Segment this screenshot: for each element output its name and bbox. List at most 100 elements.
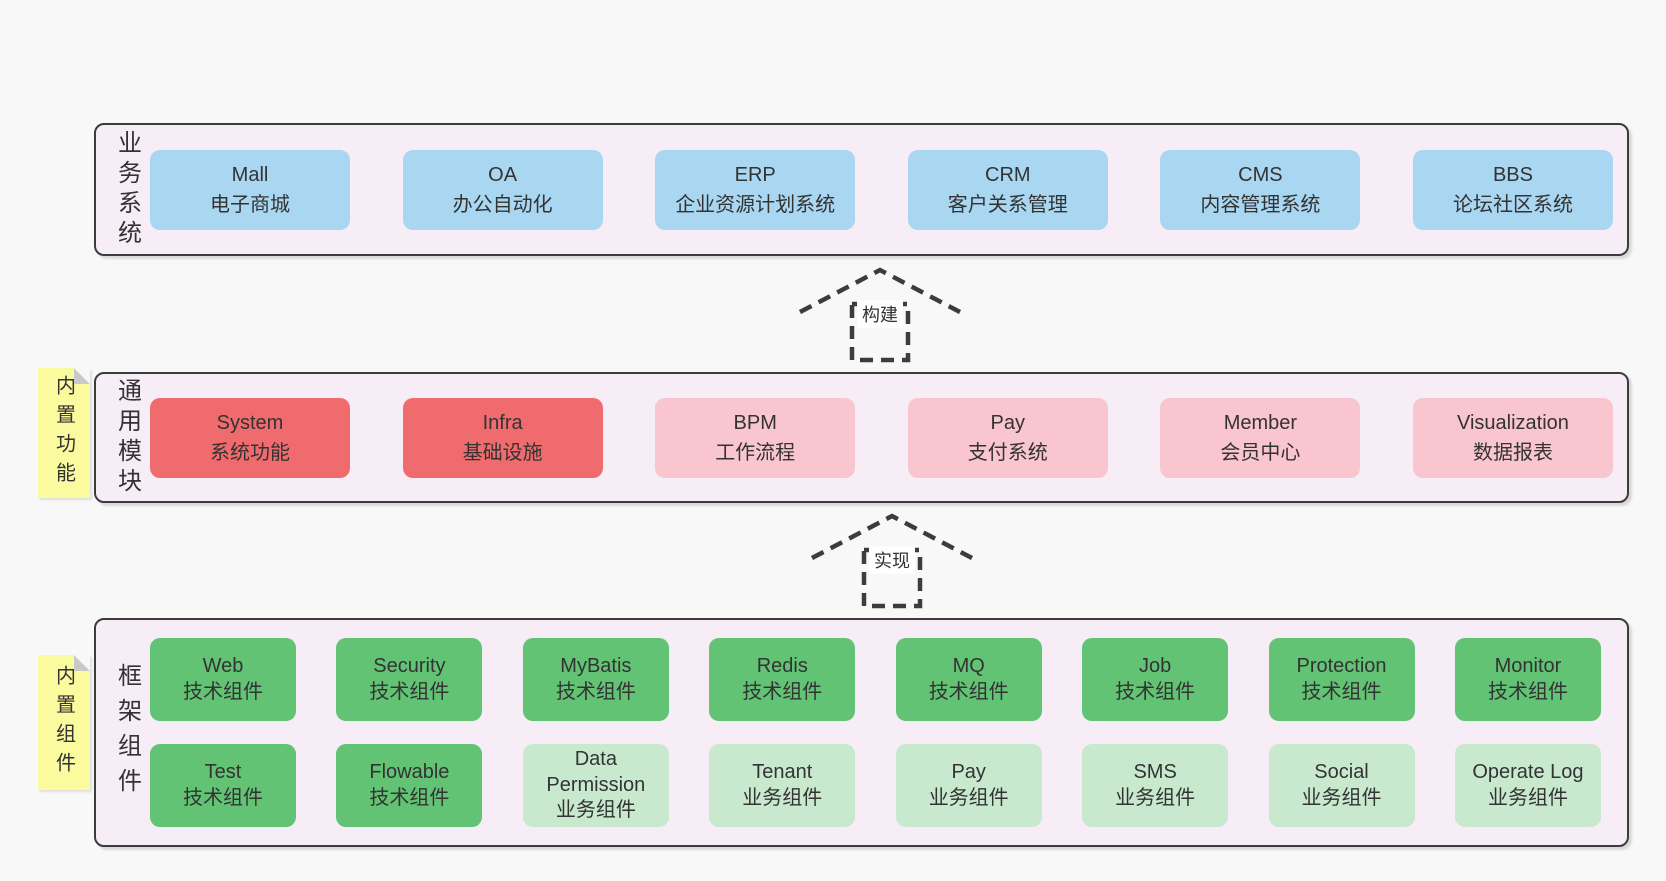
box-subtitle: 内容管理系统 (1200, 193, 1321, 216)
component-box-security: Security 技术组件 (336, 638, 483, 721)
box-subtitle: 业务组件 (1115, 786, 1196, 809)
box-title: Redis (756, 654, 808, 677)
box-title: Job (1138, 654, 1172, 677)
component-box-visualization: Visualization 数据报表 (1412, 397, 1613, 478)
box-title: System (216, 411, 284, 434)
box-subtitle: 技术组件 (183, 786, 263, 809)
section-label-business-systems: 业务系统 (113, 129, 141, 250)
box-title: Web (202, 654, 244, 677)
box-title: Protection (1296, 654, 1387, 677)
component-box-member: Member 会员中心 (1160, 397, 1361, 478)
component-box-social: Social 业务组件 (1268, 744, 1415, 827)
box-subtitle: 支付系统 (967, 441, 1048, 464)
section-label-framework-components: 框架组件 (113, 662, 141, 803)
sticky-note-builtin-features: 内置功能 (38, 368, 90, 498)
box-title: Tenant (752, 760, 813, 783)
box-title: Security (373, 654, 446, 677)
box-title: OA (488, 163, 518, 186)
box-title: Monitor (1494, 654, 1562, 677)
box-title: BPM (733, 411, 777, 434)
box-title: Pay (951, 760, 986, 783)
box-title: Member (1223, 411, 1298, 434)
box-title: Mall (231, 163, 269, 186)
component-box-crm: CRM 客户关系管理 (907, 149, 1108, 230)
box-title: Flowable (369, 760, 450, 783)
business-systems-box-row: Mall 电子商城 OA 办公自动化 ERP 企业资源计划系统 CRM 客户关系管理 CMS 内容… (150, 149, 1627, 230)
component-box-protection: Protection 技术组件 (1268, 638, 1415, 721)
up-arrow-build: 构建 (795, 264, 965, 364)
component-box-oa: OA 办公自动化 (402, 149, 603, 230)
box-title: Pay (990, 411, 1026, 434)
box-subtitle: 业务组件 (1301, 786, 1382, 809)
box-subtitle: 技术组件 (369, 680, 450, 703)
sticky-note-builtin-components: 内置组件 (38, 655, 90, 790)
component-box-pay: Pay 业务组件 (895, 744, 1042, 827)
box-subtitle: 业务组件 (928, 786, 1009, 809)
box-subtitle: 系统功能 (210, 441, 290, 464)
section-common-modules: 通用模块 System 系统功能 Infra 基础设施 BPM 工作流程 Pay 支付系统 Me… (94, 372, 1629, 503)
box-subtitle: 技术组件 (183, 680, 263, 703)
common-modules-box-row: System 系统功能 Infra 基础设施 BPM 工作流程 Pay 支付系统 Member 会… (150, 397, 1627, 478)
box-subtitle: 基础设施 (462, 441, 543, 464)
box-subtitle: 技术组件 (928, 680, 1009, 703)
box-title: MQ (952, 654, 985, 677)
box-title: SMS (1133, 760, 1177, 783)
component-box-pay: Pay 支付系统 (907, 397, 1108, 478)
box-subtitle: 技术组件 (555, 680, 636, 703)
box-subtitle: 数据报表 (1472, 441, 1553, 464)
box-subtitle: 业务组件 (555, 799, 636, 822)
box-subtitle: 技术组件 (1301, 680, 1382, 703)
component-box-monitor: Monitor 技术组件 (1454, 638, 1601, 721)
box-subtitle: 会员中心 (1220, 441, 1301, 464)
component-box-web: Web 技术组件 (150, 638, 296, 721)
box-subtitle: 技术组件 (1115, 680, 1196, 703)
box-title: Visualization (1457, 411, 1569, 434)
component-box-erp: ERP 企业资源计划系统 (655, 149, 856, 230)
sticky-note-label: 内置功能 (52, 375, 75, 491)
box-title: CMS (1238, 163, 1283, 186)
component-box-infra: Infra 基础设施 (402, 397, 603, 478)
component-box-system: System 系统功能 (150, 397, 350, 478)
box-subtitle: 企业资源计划系统 (675, 193, 836, 216)
box-title: Test (204, 760, 242, 783)
up-arrow-implement: 实现 (807, 510, 977, 610)
box-subtitle: 工作流程 (715, 441, 796, 464)
box-title: Operate Log (1472, 760, 1584, 783)
component-box-flowable: Flowable 技术组件 (336, 744, 483, 827)
component-box-bpm: BPM 工作流程 (655, 397, 856, 478)
box-subtitle: 技术组件 (369, 786, 450, 809)
box-subtitle: 办公自动化 (452, 193, 553, 216)
component-box-data-permission: Data Permission 业务组件 (522, 744, 669, 827)
box-subtitle: 电子商城 (210, 193, 290, 216)
component-box-operate-log: Operate Log 业务组件 (1454, 744, 1601, 827)
component-box-job: Job 技术组件 (1082, 638, 1229, 721)
box-title: CRM (985, 163, 1031, 186)
section-business-systems: 业务系统 Mall 电子商城 OA 办公自动化 ERP 企业资源计划系统 CRM 客户关系管理… (94, 123, 1629, 256)
component-box-redis: Redis 技术组件 (709, 638, 856, 721)
component-box-mq: MQ 技术组件 (895, 638, 1042, 721)
arrow-label-build: 构建 (857, 300, 903, 328)
box-subtitle: 论坛社区系统 (1452, 193, 1573, 216)
sticky-note-label: 内置组件 (52, 664, 75, 781)
component-box-mall: Mall 电子商城 (150, 149, 350, 230)
box-title: Social (1314, 760, 1369, 783)
box-title: Data Permission (546, 748, 646, 796)
arrow-label-implement: 实现 (869, 546, 915, 574)
component-box-bbs: BBS 论坛社区系统 (1412, 149, 1613, 230)
box-subtitle: 技术组件 (742, 680, 823, 703)
component-box-sms: SMS 业务组件 (1082, 744, 1229, 827)
component-box-cms: CMS 内容管理系统 (1160, 149, 1361, 230)
box-title: Infra (482, 411, 523, 434)
box-subtitle: 业务组件 (1487, 786, 1568, 809)
box-title: BBS (1492, 163, 1533, 186)
section-label-common-modules: 通用模块 (113, 377, 141, 498)
component-box-test: Test 技术组件 (150, 744, 296, 827)
box-subtitle: 技术组件 (1487, 680, 1568, 703)
box-subtitle: 客户关系管理 (947, 193, 1068, 216)
box-title: ERP (734, 163, 776, 186)
